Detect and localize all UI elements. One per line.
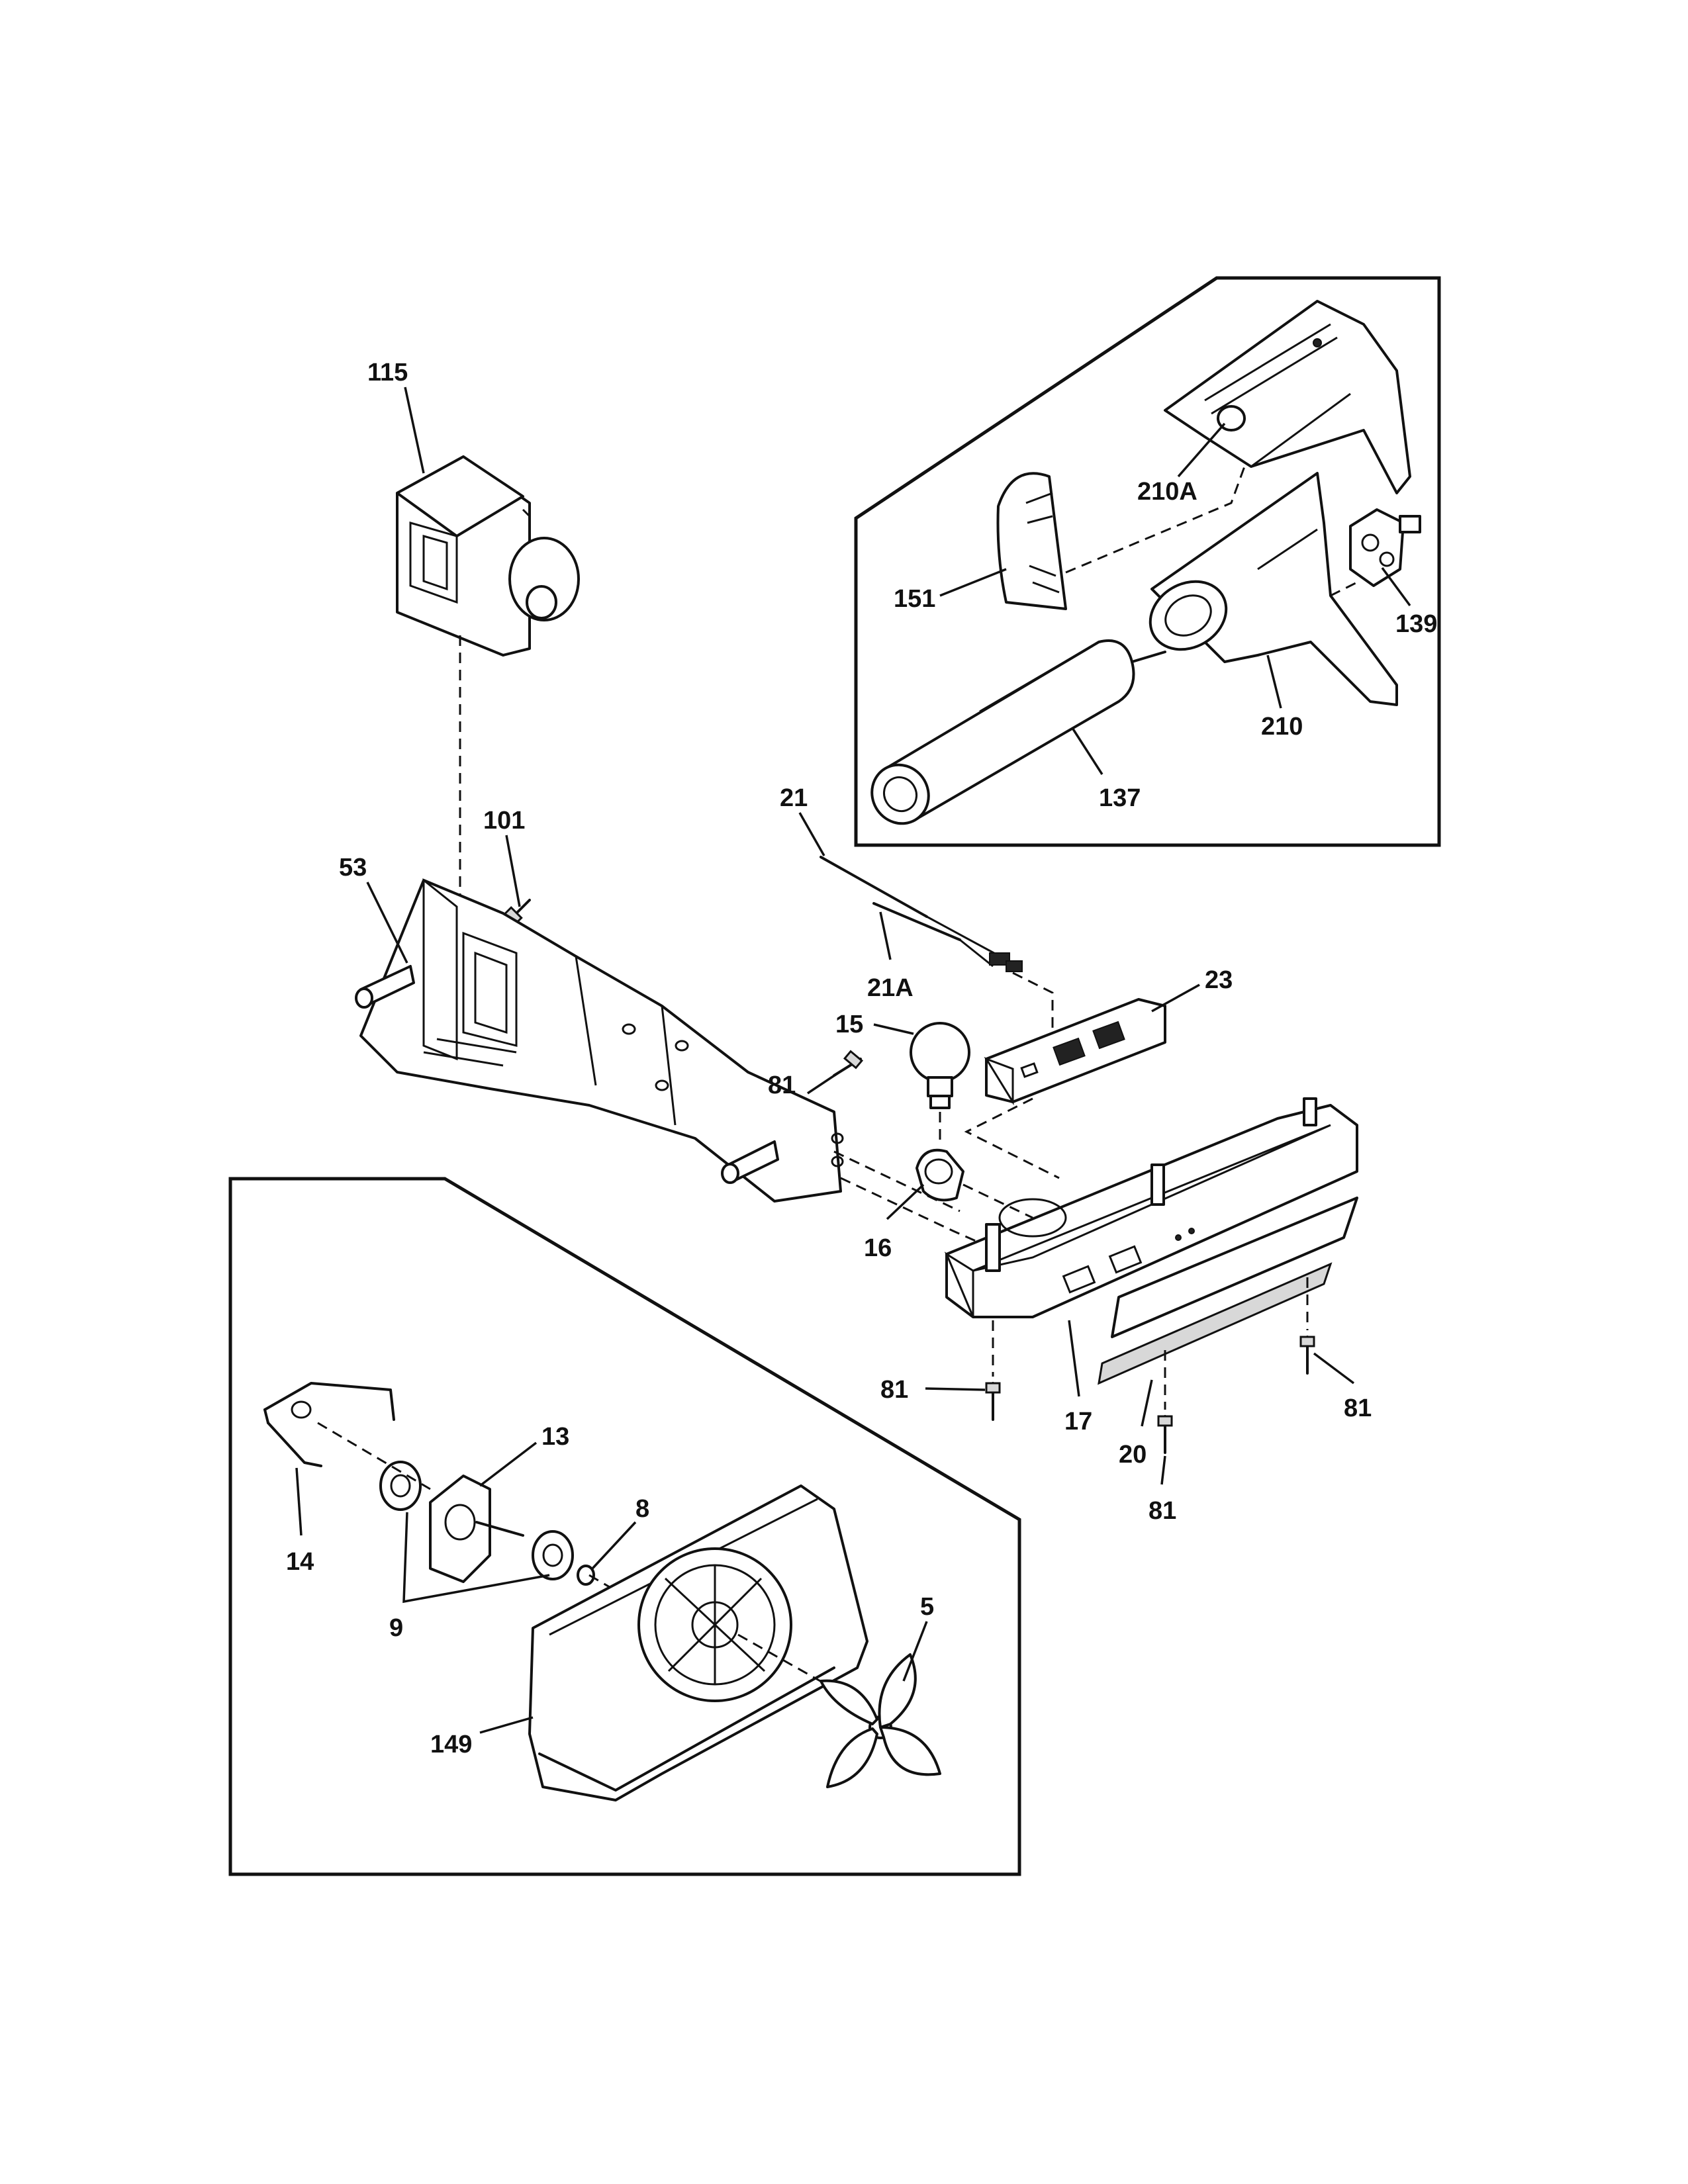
label-149: 149 — [430, 1731, 472, 1758]
dash-210-to-139 — [1330, 581, 1358, 597]
part-53-housing-arm — [355, 878, 844, 1203]
part-81-screw-middle — [1157, 1415, 1173, 1454]
part-210-filter-housing — [1149, 472, 1398, 706]
leader-16 — [886, 1183, 925, 1220]
part-21-wire — [820, 856, 1007, 961]
label-20: 20 — [1119, 1441, 1147, 1469]
label-16: 16 — [864, 1234, 892, 1262]
dash-16-to-17 — [962, 1183, 1033, 1219]
label-81-right: 81 — [1344, 1394, 1372, 1422]
label-21: 21 — [780, 784, 808, 812]
dash-53b-to-17 — [833, 1150, 961, 1212]
leader-151 — [939, 568, 1007, 597]
leader-21 — [798, 812, 825, 856]
part-210A-filter-head-cover — [1164, 300, 1411, 494]
label-15: 15 — [835, 1011, 863, 1038]
part-8-washer — [577, 1565, 595, 1586]
leader-137 — [1071, 727, 1103, 775]
label-81-left: 81 — [880, 1376, 908, 1404]
leader-15 — [873, 1023, 914, 1035]
label-13: 13 — [541, 1423, 569, 1451]
part-151-filter-cap — [996, 472, 1067, 610]
dash-23-to-17 — [964, 1097, 1060, 1179]
label-151: 151 — [894, 585, 935, 613]
dash-21-to-23 — [1012, 972, 1054, 1052]
label-21A: 21A — [867, 974, 914, 1002]
label-81-middle: 81 — [1149, 1497, 1176, 1525]
fan-inset-frame — [228, 1177, 1021, 1876]
label-101: 101 — [483, 807, 525, 835]
leader-115 — [404, 387, 425, 474]
filter-inset-frame — [854, 276, 1441, 847]
part-81-screw-upper — [833, 1050, 864, 1077]
part-139-valve — [1349, 508, 1421, 587]
label-81-upper: 81 — [768, 1071, 796, 1099]
part-13-fan-motor — [429, 1475, 524, 1583]
leader-139 — [1381, 567, 1411, 607]
leader-13 — [479, 1441, 538, 1487]
label-8: 8 — [635, 1495, 649, 1523]
leader-23 — [1151, 983, 1200, 1013]
leader-101 — [505, 835, 521, 907]
leader-8 — [591, 1521, 637, 1570]
part-15-light-bulb — [910, 1022, 970, 1109]
leader-81-right — [1313, 1352, 1355, 1385]
leader-210A — [1177, 422, 1226, 478]
leader-20 — [1141, 1379, 1153, 1427]
label-14: 14 — [286, 1548, 314, 1576]
leader-21A — [879, 911, 892, 960]
leader-53 — [366, 882, 408, 964]
leader-9 — [402, 1512, 550, 1604]
leader-149 — [479, 1716, 534, 1734]
part-14-bracket — [263, 1382, 395, 1467]
leader-81-middle — [1160, 1455, 1166, 1485]
part-16-socket — [915, 1148, 964, 1202]
part-115-control-box — [396, 455, 580, 657]
leader-5 — [902, 1621, 928, 1682]
label-210A: 210A — [1137, 478, 1197, 506]
label-17: 17 — [1064, 1408, 1092, 1435]
label-53: 53 — [339, 854, 367, 882]
part-149-fan-shroud — [528, 1484, 868, 1801]
part-21A-wire — [872, 902, 1023, 972]
part-20-trim-panel — [1098, 1197, 1358, 1385]
dash-53-to-17 — [840, 1177, 1013, 1259]
label-5: 5 — [920, 1593, 934, 1621]
leader-81-left — [925, 1387, 986, 1391]
part-81-screw-left — [985, 1382, 1001, 1421]
part-9-mount-right — [532, 1530, 574, 1580]
label-139: 139 — [1395, 610, 1437, 638]
label-23: 23 — [1205, 966, 1233, 994]
leader-17 — [1068, 1320, 1080, 1397]
dash-151-to-210A — [1065, 466, 1246, 574]
leader-210 — [1266, 655, 1282, 709]
leader-14 — [295, 1467, 303, 1536]
part-23-control-board — [984, 998, 1166, 1106]
label-115: 115 — [367, 359, 408, 387]
label-210: 210 — [1261, 713, 1303, 741]
part-81-screw-right — [1299, 1336, 1315, 1375]
part-17-dispenser-housing — [944, 1097, 1358, 1318]
label-9: 9 — [389, 1614, 403, 1642]
leader-81-upper — [807, 1072, 838, 1095]
label-137: 137 — [1099, 784, 1141, 812]
part-9-mount-left — [379, 1461, 422, 1511]
part-137-water-filter — [870, 639, 1166, 825]
dash-14-to-motor — [317, 1422, 431, 1490]
